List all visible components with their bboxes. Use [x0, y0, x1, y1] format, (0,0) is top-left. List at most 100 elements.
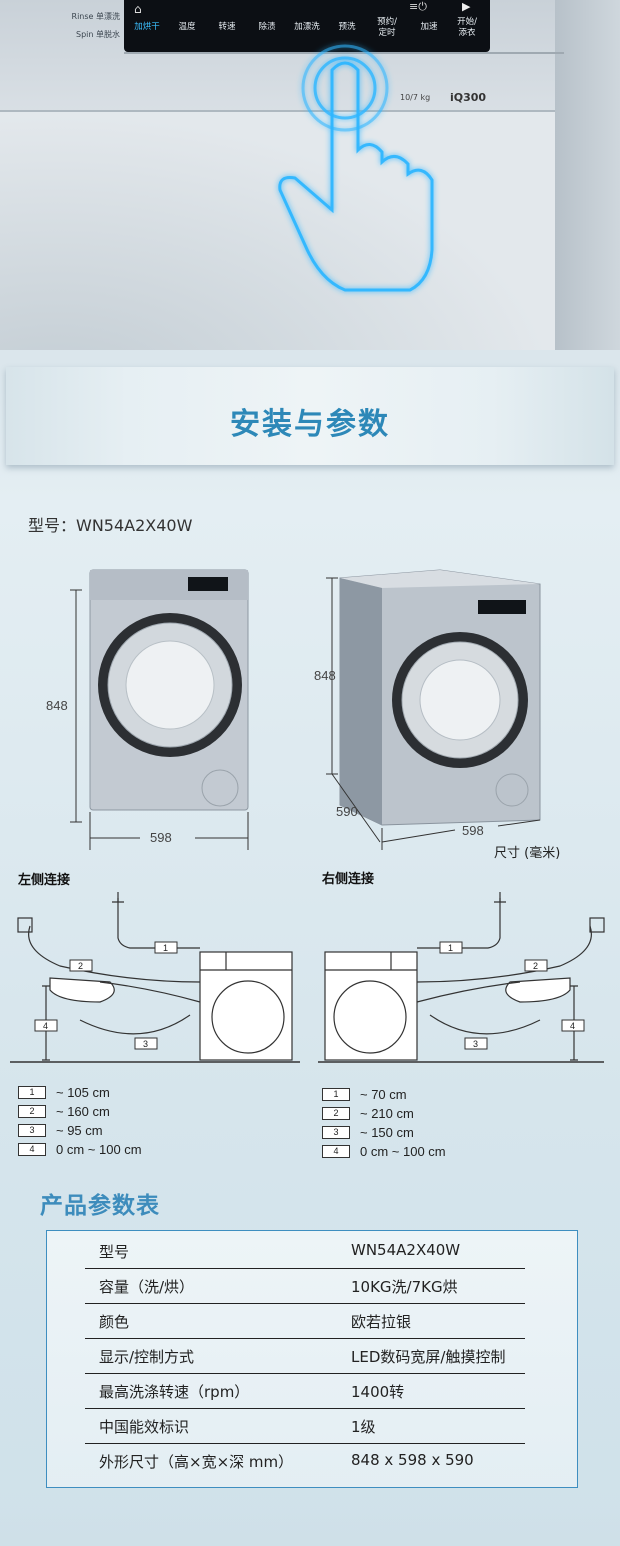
model-line: 型号：WN54A2X40W — [28, 516, 193, 535]
legend-value: 0 cm ~ 100 cm — [56, 1142, 142, 1157]
param-value: 1400转 — [351, 1383, 405, 1401]
right-connection-title: 右侧连接 — [322, 872, 375, 887]
param-key: 显示/控制方式 — [99, 1348, 195, 1366]
table-row: 颜色 欧若拉银 — [85, 1303, 525, 1339]
params-title: 产品参数表 — [40, 1193, 160, 1219]
panel-button-rinse[interactable]: 加漂洗 — [294, 22, 320, 32]
param-key: 最高洗涤转速（rpm） — [99, 1383, 250, 1401]
panel-button-start[interactable]: 开始/ 添衣 — [448, 17, 486, 39]
unit-label: 尺寸 (毫米) — [494, 846, 561, 861]
legend-number: 1 — [322, 1088, 350, 1101]
legend-number: 3 — [18, 1124, 46, 1137]
rinse-label: Rinse 单漂洗 — [71, 12, 120, 21]
timer-line2: 定时 — [378, 28, 396, 38]
svg-text:1: 1 — [448, 943, 453, 953]
param-value: 欧若拉银 — [351, 1313, 412, 1331]
svg-text:1: 1 — [163, 943, 168, 953]
table-row: 外形尺寸（高×宽×深 mm） 848 x 598 x 590 — [85, 1443, 525, 1478]
legend-row: 1 ~ 105 cm — [18, 1083, 142, 1102]
svg-text:2: 2 — [533, 961, 538, 971]
params-table: 型号 WN54A2X40W 容量（洗/烘） 10KG洗/7KG烘 颜色 欧若拉银 显示… — [46, 1230, 578, 1488]
touch-hand-icon — [278, 44, 434, 292]
washer-side-edge — [555, 0, 620, 350]
legend-row: 4 0 cm ~ 100 cm — [18, 1140, 142, 1159]
param-value: LED数码宽屏/触摸控制 — [351, 1348, 506, 1366]
legend-value: ~ 95 cm — [56, 1123, 103, 1138]
table-row: 显示/控制方式 LED数码宽屏/触摸控制 — [85, 1338, 525, 1374]
param-value: 848 x 598 x 590 — [351, 1451, 474, 1469]
footer-gradient — [0, 1500, 620, 1546]
table-row: 容量（洗/烘） 10KG洗/7KG烘 — [85, 1268, 525, 1304]
washer-door-area — [0, 110, 560, 350]
panel-button-stain[interactable]: 除渍 — [258, 22, 276, 32]
series-tag: iQ300 — [450, 91, 487, 104]
panel-button-dry[interactable]: 加烘干 — [134, 22, 160, 32]
panel-button-temp[interactable]: 温度 — [178, 22, 196, 32]
spin-label: Spin 单脱水 — [76, 30, 120, 39]
side-height-label: 848 — [314, 668, 336, 683]
panel-divider — [124, 52, 564, 54]
banner-title: 安装与参数 — [230, 407, 390, 442]
param-value: WN54A2X40W — [351, 1241, 461, 1259]
left-connection-title: 左侧连接 — [18, 873, 71, 888]
table-row: 最高洗涤转速（rpm） 1400转 — [85, 1373, 525, 1409]
table-row: 型号 WN54A2X40W — [85, 1233, 525, 1269]
param-key: 外形尺寸（高×宽×深 mm） — [99, 1453, 294, 1471]
capacity-tag: 10/7 kg — [400, 93, 431, 102]
basket-icon: ⌂ — [134, 2, 142, 16]
legend-value: 0 cm ~ 100 cm — [360, 1144, 446, 1159]
legend-row: 2 ~ 210 cm — [322, 1104, 446, 1123]
legend-row: 3 ~ 150 cm — [322, 1123, 446, 1142]
svg-text:3: 3 — [473, 1039, 478, 1049]
svg-text:4: 4 — [570, 1021, 575, 1031]
start-line1: 开始/ — [457, 17, 477, 27]
panel-button-timer[interactable]: 预约/ 定时 — [368, 17, 406, 39]
legend-value: ~ 70 cm — [360, 1087, 407, 1102]
legend-value: ~ 160 cm — [56, 1104, 110, 1119]
left-legend: 1 ~ 105 cm 2 ~ 160 cm 3 ~ 95 cm 4 0 cm ~ 100… — [18, 1083, 142, 1159]
play-icon: ▶ — [462, 0, 471, 13]
svg-text:4: 4 — [43, 1021, 48, 1031]
legend-row: 4 0 cm ~ 100 cm — [322, 1142, 446, 1161]
param-key: 型号 — [99, 1243, 130, 1261]
side-width-label: 598 — [462, 823, 484, 838]
section-banner: 安装与参数 — [6, 367, 614, 465]
program-side-labels: Rinse 单漂洗 Spin 单脱水 — [20, 8, 120, 44]
legend-value: ~ 210 cm — [360, 1106, 414, 1121]
param-value: 1级 — [351, 1418, 376, 1436]
side-washer-image — [339, 569, 541, 826]
start-line2: 添衣 — [458, 28, 476, 38]
param-value: 10KG洗/7KG烘 — [351, 1278, 458, 1296]
control-panel-display: ⌂ ≡⏻ ▶ 加烘干 温度 转速 除渍 加漂洗 预洗 预约/ 定时 加速 开始/… — [124, 0, 490, 52]
table-row: 中国能效标识 1级 — [85, 1408, 525, 1444]
legend-number: 2 — [322, 1107, 350, 1120]
legend-number: 2 — [18, 1105, 46, 1118]
front-width-label: 598 — [150, 830, 172, 845]
legend-row: 3 ~ 95 cm — [18, 1121, 142, 1140]
svg-text:2: 2 — [78, 961, 83, 971]
side-depth-label: 590 — [336, 804, 358, 819]
legend-value: ~ 105 cm — [56, 1085, 110, 1100]
legend-value: ~ 150 cm — [360, 1125, 414, 1140]
front-height-label: 848 — [46, 698, 68, 713]
legend-number: 3 — [322, 1126, 350, 1139]
front-washer-image — [89, 569, 249, 811]
connection-diagrams: 1 2 3 4 1 2 3 4 — [10, 892, 605, 1063]
panel-button-fast[interactable]: 加速 — [420, 22, 438, 32]
panel-button-speed[interactable]: 转速 — [218, 22, 236, 32]
legend-number: 4 — [18, 1143, 46, 1156]
param-key: 颜色 — [99, 1313, 130, 1331]
svg-text:3: 3 — [143, 1039, 148, 1049]
legend-number: 1 — [18, 1086, 46, 1099]
legend-row: 1 ~ 70 cm — [322, 1085, 446, 1104]
timer-icon: ≡⏻ — [409, 0, 427, 13]
legend-row: 2 ~ 160 cm — [18, 1102, 142, 1121]
dimension-drawings: 848 598 848 590 598 — [46, 569, 541, 850]
hero-control-panel-image: Rinse 单漂洗 Spin 单脱水 ⌂ ≡⏻ ▶ 加烘干 温度 转速 除渍 加… — [0, 0, 620, 350]
param-key: 容量（洗/烘） — [99, 1278, 195, 1296]
right-legend: 1 ~ 70 cm 2 ~ 210 cm 3 ~ 150 cm 4 0 cm ~ 100… — [322, 1085, 446, 1161]
timer-line1: 预约/ — [377, 17, 397, 27]
param-key: 中国能效标识 — [99, 1418, 190, 1436]
legend-number: 4 — [322, 1145, 350, 1158]
panel-button-prewash[interactable]: 预洗 — [338, 22, 356, 32]
